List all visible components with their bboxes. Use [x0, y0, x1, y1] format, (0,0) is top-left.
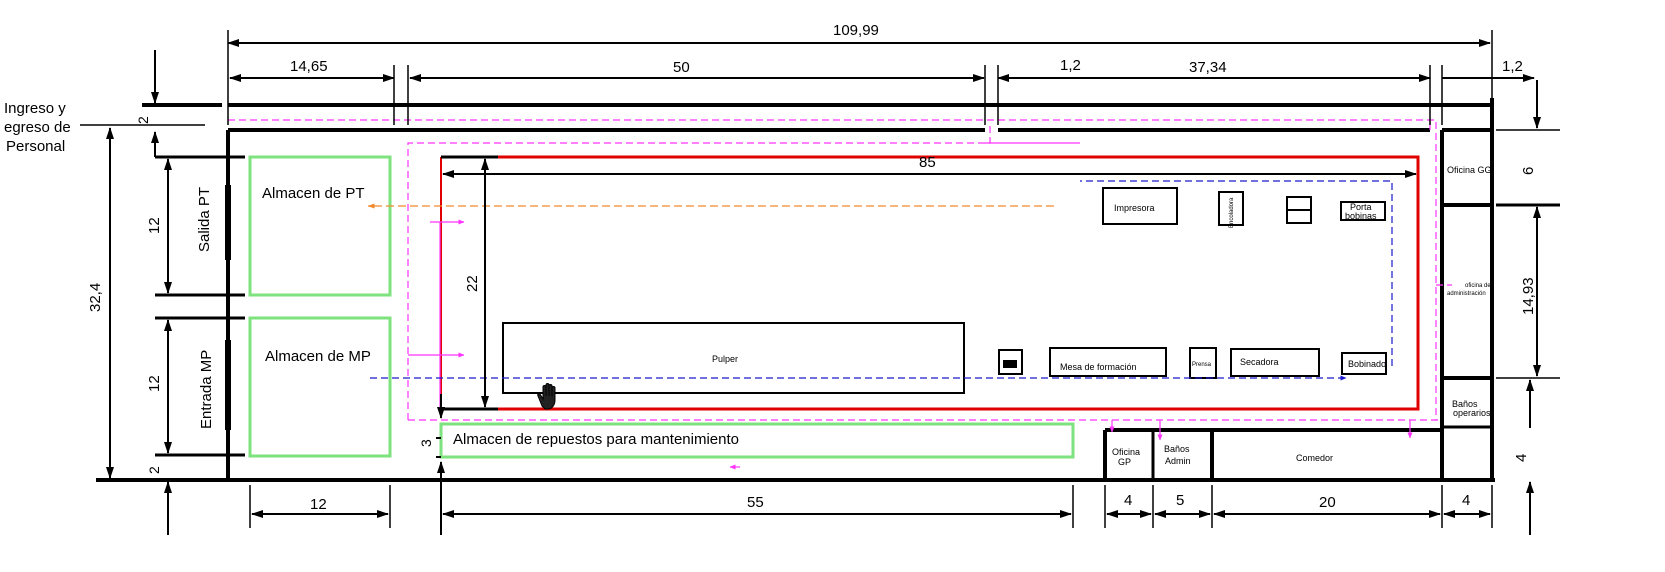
oficina-admin-label-2: administración [1447, 291, 1486, 297]
oficina-admin-label-1: oficina de [1465, 283, 1491, 289]
ingreso-label-1: Ingreso y [4, 100, 66, 117]
personnel-flow [228, 119, 1452, 421]
oficina-gp-label-2: GP [1118, 457, 1131, 467]
personnel-flow-arrows [408, 120, 1431, 470]
mesa-formacion-box [1049, 347, 1167, 377]
dim-bottom-4-a: 4 [1124, 492, 1132, 509]
dim-1-2-b: 1,2 [1502, 58, 1523, 75]
porta-bobinas-box [1340, 201, 1386, 221]
dimension-lines [80, 30, 1560, 535]
impresora-box [1102, 187, 1178, 225]
dim-right-4: 4 [1513, 454, 1530, 462]
dim-left-2-top: 2 [135, 116, 151, 124]
banos-admin-label-1: Baños [1164, 444, 1190, 454]
dim-bottom-4-b: 4 [1462, 492, 1470, 509]
ingreso-label-3: Personal [6, 138, 65, 155]
secadora-box [1230, 348, 1320, 377]
pulper-label: Pulper [712, 354, 738, 364]
hand-cursor-icon [537, 383, 556, 410]
pulper-box [502, 322, 965, 394]
bobinado-box [1341, 352, 1387, 375]
almacen-mp-label: Almacen de MP [265, 348, 371, 365]
dim-1-2-a: 1,2 [1060, 57, 1081, 74]
dim-bottom-12: 12 [310, 496, 327, 513]
building-walls [96, 98, 1495, 482]
dim-14-65: 14,65 [290, 58, 328, 75]
mesa-formacion-label: Mesa de formación [1060, 362, 1137, 372]
dim-37-34: 37,34 [1189, 59, 1227, 76]
ingreso-label-2: egreso de [4, 119, 71, 136]
dim-bottom-5: 5 [1176, 492, 1184, 509]
porta-bobinas-label-1: Porta [1350, 202, 1372, 212]
oficina-gg-label: Oficina GG [1447, 165, 1492, 175]
dim-right-6: 6 [1520, 167, 1537, 175]
porta-bobinas-label-2: bobinas [1345, 211, 1377, 221]
secadora-label: Secadora [1240, 357, 1279, 367]
banos-admin-label-2: Admin [1165, 456, 1191, 466]
encoladora-box [1218, 191, 1244, 226]
entrada-mp-label: Entrada MP [198, 350, 215, 429]
dim-inner-22: 22 [464, 275, 481, 292]
dim-total-height: 32,4 [87, 283, 104, 312]
prensa-label: Prensa [1192, 362, 1212, 368]
dim-left-12-bottom: 12 [146, 375, 163, 392]
comedor-label: Comedor [1296, 453, 1333, 463]
bobinado-label: Bobinado [1348, 359, 1386, 369]
salida-pt-label: Salida PT [196, 187, 213, 252]
dim-bottom-55: 55 [747, 494, 764, 511]
dim-50: 50 [673, 59, 690, 76]
valve-box [998, 349, 1023, 375]
production-area [440, 155, 1420, 411]
banos-operarios-label-2: operarios [1453, 408, 1491, 418]
dim-repuestos-3: 3 [418, 439, 434, 447]
impresora-label: Impresora [1114, 203, 1155, 213]
almacen-pt-label: Almacen de PT [262, 185, 365, 202]
storage-areas [248, 155, 1075, 459]
dim-left-12-top: 12 [146, 217, 163, 234]
dim-inner-85: 85 [919, 154, 936, 171]
dim-right-14-93: 14,93 [1520, 277, 1537, 315]
material-flow [370, 180, 1393, 381]
dim-left-2-bottom: 2 [146, 466, 162, 474]
prensa-box [1189, 347, 1217, 379]
dim-bottom-20: 20 [1319, 494, 1336, 511]
banos-operarios-label-1: Baños [1452, 399, 1478, 409]
oficina-gp-label-1: Oficina [1112, 447, 1140, 457]
almacen-repuestos-label: Almacen de repuestos para mantenimiento [453, 431, 739, 448]
machines [502, 187, 1387, 394]
encoladora-label: Encoladora [1229, 197, 1235, 228]
dim-total-length: 109,99 [833, 22, 879, 39]
